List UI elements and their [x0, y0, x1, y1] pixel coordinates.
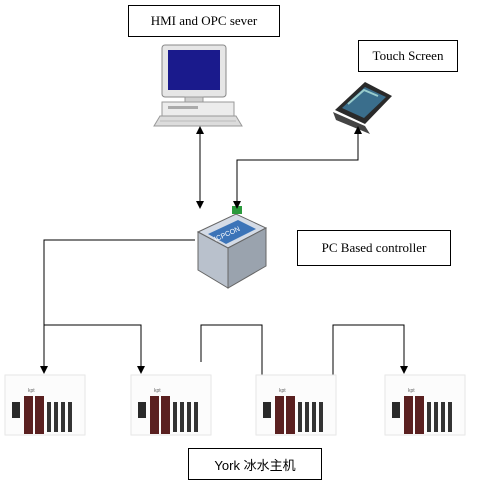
- chiller-plc-3: kpt: [255, 374, 337, 436]
- touch-controller-link: [233, 126, 362, 209]
- chiller-3-link: [200, 324, 263, 375]
- plc-tag: kpt: [408, 388, 415, 394]
- controller-icon: ICPCON: [196, 206, 268, 289]
- york-chiller-label: York 冰水主机: [188, 448, 322, 480]
- touch-screen-icon: [333, 82, 392, 134]
- hmi-computer-icon: [153, 44, 243, 127]
- plc-tag: kpt: [154, 388, 161, 394]
- controller-bus-line: [40, 239, 195, 374]
- chiller-plc-4: kpt: [384, 374, 466, 436]
- plc-tag: kpt: [279, 388, 286, 394]
- chiller-2-link: [44, 324, 145, 374]
- chiller-4-link: [332, 324, 408, 375]
- chiller-plc-1: kpt: [4, 374, 86, 436]
- plc-tag: kpt: [28, 388, 35, 394]
- touch-screen-label: Touch Screen: [358, 40, 458, 72]
- chiller-plc-2: kpt: [130, 374, 212, 436]
- hmi-opc-label: HMI and OPC sever: [128, 5, 280, 37]
- pc-controller-label: PC Based controller: [297, 230, 451, 266]
